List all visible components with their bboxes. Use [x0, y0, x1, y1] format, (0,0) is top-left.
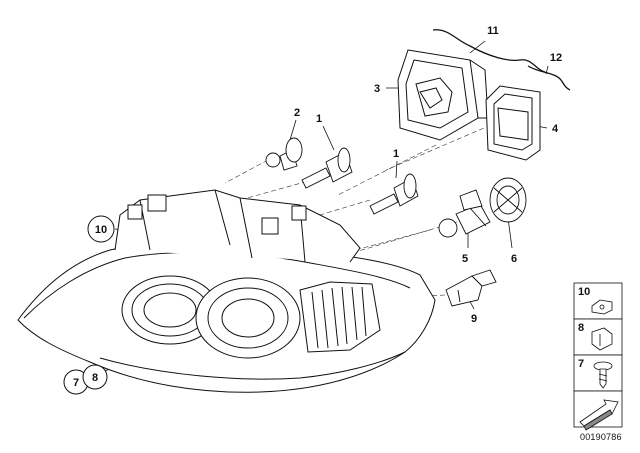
document-id: 00190786: [580, 432, 622, 442]
callout-10: 10: [95, 224, 107, 236]
callout-7: 7: [73, 377, 79, 389]
callout-9: 9: [471, 313, 477, 325]
callout-6: 6: [511, 253, 517, 265]
nut-icon: [591, 327, 613, 351]
bulb-socket-5[interactable]: [438, 189, 491, 238]
housing-cover-3[interactable]: [397, 49, 489, 141]
xenon-bulb-1-upper[interactable]: [301, 147, 353, 189]
wire-harness-11[interactable]: [432, 29, 546, 73]
panel-item-8-label: 8: [578, 322, 584, 334]
bulb-holder-9[interactable]: [445, 269, 497, 307]
gasket-4[interactable]: [485, 85, 541, 161]
callout-4: 4: [552, 123, 559, 135]
clip-icon: [591, 299, 613, 315]
wire-harness-12[interactable]: [527, 65, 571, 91]
panel-item-10-label: 10: [578, 286, 590, 298]
headlight-housing: [17, 189, 436, 393]
callout-10-circle: 10: [87, 215, 115, 243]
callout-8-circle: 8: [82, 364, 108, 390]
callout-3: 3: [374, 83, 380, 95]
callout-12: 12: [550, 52, 562, 64]
callout-2: 2: [294, 107, 300, 119]
callout-8: 8: [92, 372, 98, 384]
callout-5: 5: [462, 253, 468, 265]
socket-cap-6[interactable]: [489, 177, 527, 223]
xenon-bulb-1-lower[interactable]: [369, 173, 419, 215]
callouts: 1 1 2 3 4 5 6 9 11 12 10 7 8: [63, 25, 562, 395]
callout-11: 11: [487, 25, 499, 37]
panel-item-7-label: 7: [578, 358, 584, 370]
screw-icon: [593, 361, 613, 389]
callout-1-upper: 1: [316, 113, 322, 125]
callout-1-lower: 1: [393, 148, 399, 160]
arrow-icon: [579, 399, 619, 431]
bulb-2[interactable]: [265, 137, 303, 171]
small-parts-panel: 10 8 7: [573, 282, 623, 431]
